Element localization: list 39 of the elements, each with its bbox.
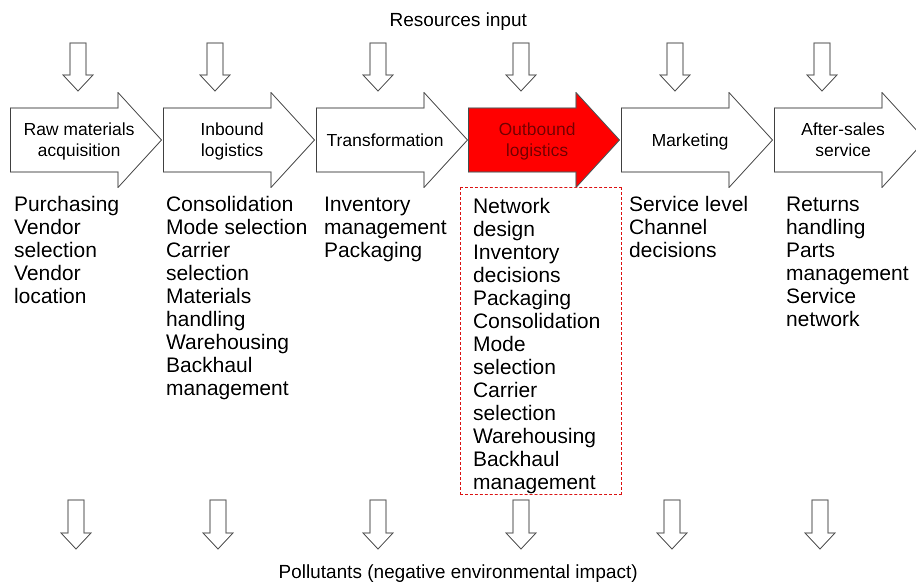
stage-label: Outbound logistics: [498, 119, 576, 161]
list-item: Inventory decisions: [473, 241, 562, 287]
stage-label: Marketing: [650, 130, 730, 150]
list-item: Consolidation: [473, 310, 602, 333]
hollow-arrow: [658, 42, 692, 92]
list-item: Packaging: [473, 287, 572, 310]
list-item: Warehousing: [473, 425, 597, 448]
list-item: Carrier selection: [473, 379, 557, 425]
hollow-arrow: [62, 42, 94, 92]
list-item: Vendor selection: [14, 216, 98, 262]
list-item: Service network: [786, 285, 861, 331]
list-item: Mode selection: [166, 216, 308, 239]
stage-label: After-sales service: [800, 119, 886, 161]
list-item: Parts management: [786, 239, 910, 285]
list-item: Carrier selection: [166, 239, 250, 285]
hollow-arrow: [362, 42, 394, 92]
list-item: Channel decisions: [629, 216, 718, 262]
hollow-arrow: [504, 42, 538, 92]
stage-label: Inbound logistics: [199, 119, 265, 161]
list-item: Consolidation: [166, 193, 294, 216]
list-item: Backhaul management: [166, 354, 290, 400]
list-item: Vendor location: [14, 262, 88, 308]
stage-label: Raw materials acquisition: [22, 119, 136, 161]
hollow-arrow: [806, 42, 838, 92]
list-item: Backhaul management: [473, 448, 597, 494]
list-item: Warehousing: [166, 331, 290, 354]
hollow-arrow: [198, 42, 232, 92]
list-item: Purchasing: [14, 193, 120, 216]
list-item: Materials handling: [166, 285, 252, 331]
list-item: Network design: [473, 195, 552, 241]
list-item: Service level: [629, 193, 750, 216]
input-heading: Resources input: [390, 10, 527, 32]
list-item: Inventory management: [324, 193, 448, 239]
stage-label: Transformation: [325, 130, 445, 150]
list-item: Packaging: [324, 239, 424, 262]
dashed-box: [460, 187, 622, 495]
output-heading: Pollutants (negative environmental impact): [278, 562, 638, 584]
list-item: Mode selection: [473, 333, 557, 379]
list-item: Returns handling: [786, 193, 866, 239]
